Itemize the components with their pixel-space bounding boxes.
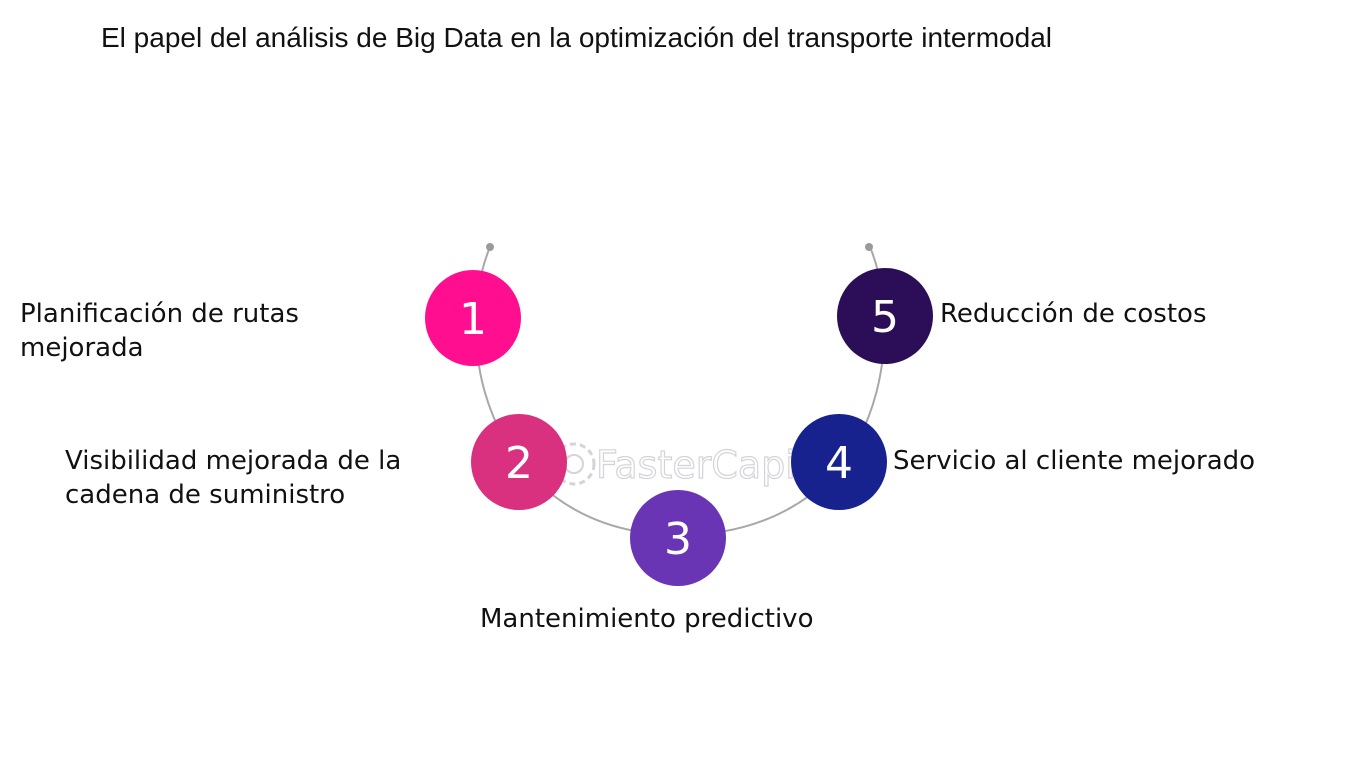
step-2-number: 2	[505, 438, 533, 489]
step-4-number: 4	[825, 438, 853, 489]
page-title: El papel del análisis de Big Data en la …	[101, 22, 1052, 53]
step-2-circle	[471, 414, 567, 510]
step-3-circle	[630, 490, 726, 586]
step-5-label: Reducción de costos	[940, 299, 1207, 329]
step-4-label: Servicio al cliente mejorado	[893, 446, 1256, 476]
arc-start-dot	[486, 243, 494, 251]
step-4-circle	[791, 414, 887, 510]
step-5-number: 5	[871, 292, 899, 343]
step-1-label: Planificación de rutas mejorada	[20, 299, 299, 363]
step-3: 3	[630, 490, 726, 586]
step-2: 2	[471, 414, 567, 510]
step-5: 5	[837, 268, 933, 364]
arc-end-dot	[865, 243, 873, 251]
step-3-number: 3	[664, 514, 692, 565]
step-5-circle	[837, 268, 933, 364]
step-1-number: 1	[459, 294, 487, 345]
step-1: 1	[425, 270, 521, 366]
step-1-circle	[425, 270, 521, 366]
step-2-label: Visibilidad mejorada de la cadena de sum…	[65, 446, 402, 510]
step-3-label: Mantenimiento predictivo	[480, 604, 814, 634]
step-4: 4	[791, 414, 887, 510]
